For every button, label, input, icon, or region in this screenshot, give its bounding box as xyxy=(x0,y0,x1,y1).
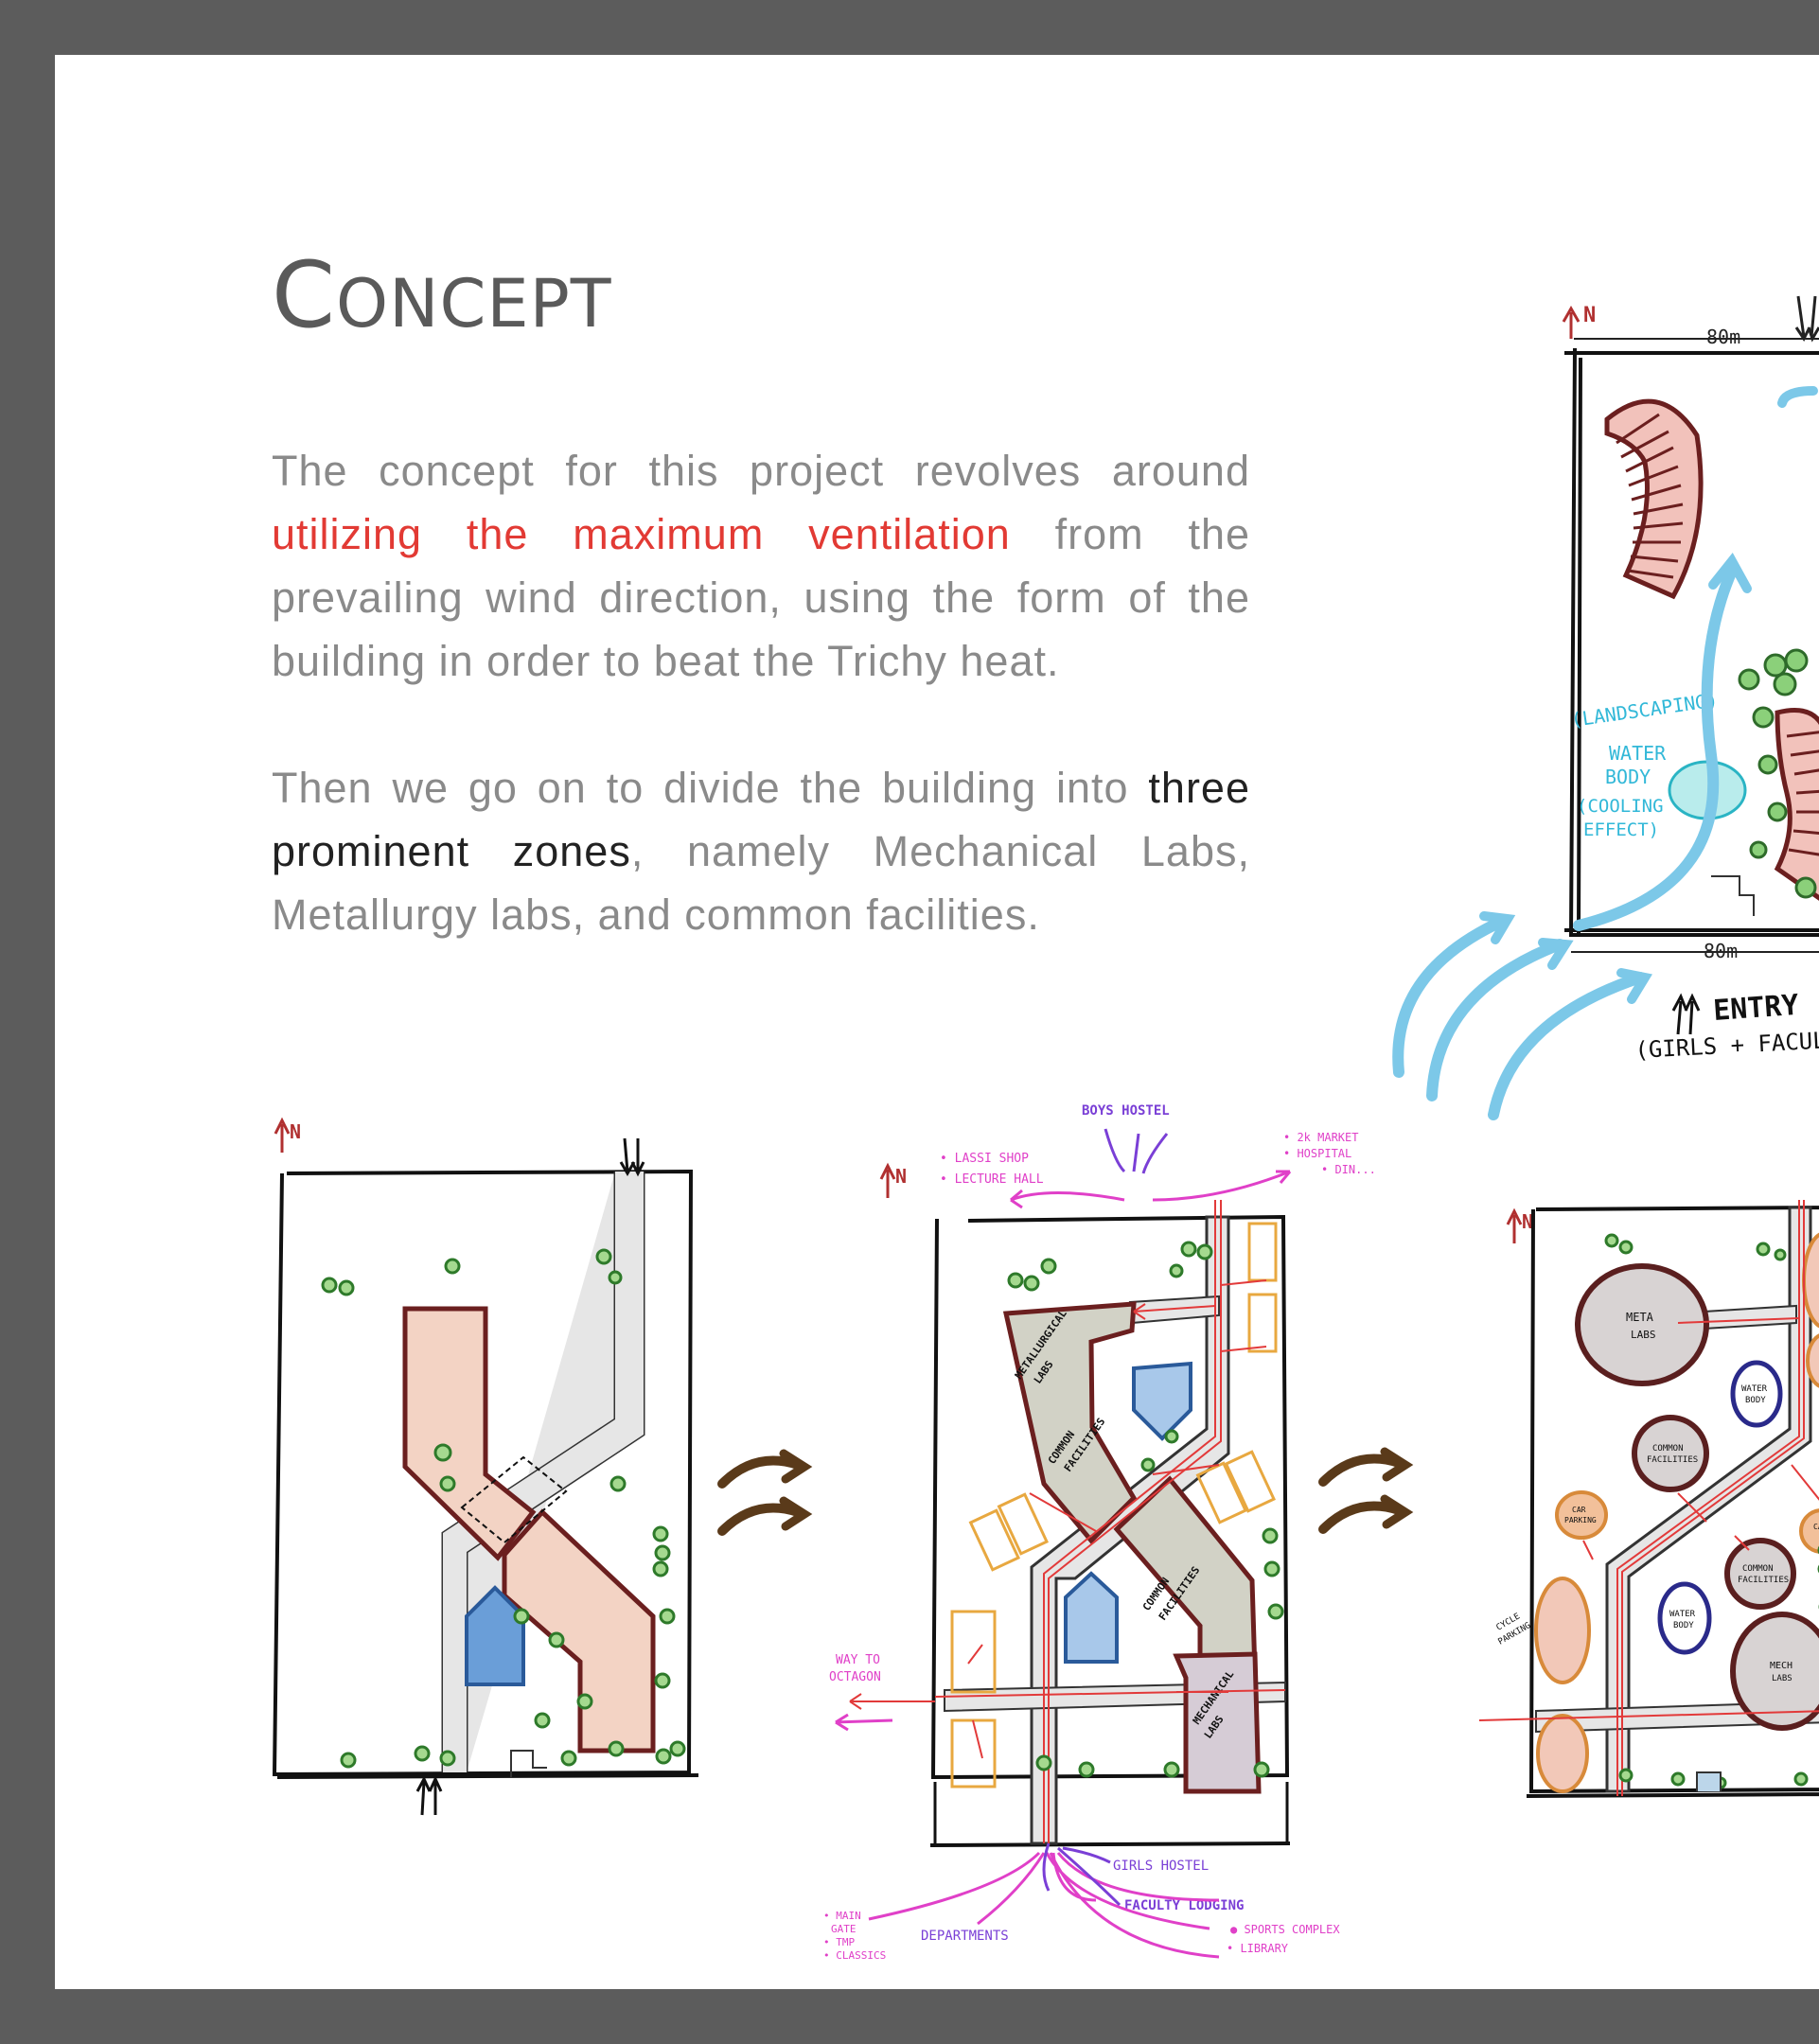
title-rest: ONCEPT xyxy=(336,265,612,343)
lecture-hall-label: • LECTURE HALL xyxy=(940,1172,1044,1187)
concept-paragraph-2: Then we go on to divide the building int… xyxy=(272,756,1250,946)
mech-label: MECH xyxy=(1770,1661,1793,1671)
small-structure xyxy=(1711,876,1754,916)
main-label: • MAIN xyxy=(823,1910,861,1922)
wind-arrow-icon xyxy=(1782,391,1813,403)
sequence-arrows-1 xyxy=(717,1446,821,1550)
north-arrow-icon xyxy=(1508,1211,1521,1243)
dining-label: • DIN... xyxy=(1321,1163,1376,1176)
departments-label: DEPARTMENTS xyxy=(921,1929,1009,1944)
common-label-1: COMMON xyxy=(1652,1444,1684,1454)
classics-label: • CLASSICS xyxy=(823,1949,886,1962)
water-label-1: WATER xyxy=(1741,1384,1768,1394)
concept-paragraph-1: The concept for this project revolves ar… xyxy=(272,439,1250,693)
common-label-2: COMMON xyxy=(1742,1564,1774,1574)
zoning-sketch-3: N META LABS WATER BODY COMMON FACILITIES… xyxy=(1422,1181,1819,1862)
building-block-north xyxy=(405,1309,533,1558)
library-label: • LIBRARY xyxy=(1227,1942,1289,1955)
water-label: WATER xyxy=(1609,742,1667,765)
gate-label: GATE xyxy=(831,1923,857,1935)
car-parking-zone-1 xyxy=(1557,1492,1606,1538)
north-arrow-icon xyxy=(881,1166,894,1198)
body-label-2: BODY xyxy=(1673,1621,1694,1630)
curved-building-block xyxy=(1607,401,1701,596)
p1-text-before: The concept for this project revolves ar… xyxy=(272,447,1250,495)
dim-top-label: 80m xyxy=(1706,326,1740,348)
common-facilities-zone-2 xyxy=(1727,1541,1793,1607)
sports-complex-label: ● SPORTS COMPLEX xyxy=(1230,1923,1340,1936)
water-body-zone-1 xyxy=(1733,1363,1780,1425)
up-arrows-icon xyxy=(417,1779,441,1815)
market-label: • 2k MARKET xyxy=(1283,1131,1358,1144)
north-arrow-label: N xyxy=(1583,304,1596,327)
building-block-south xyxy=(504,1512,653,1751)
water-label-2: WATER xyxy=(1669,1610,1696,1619)
way-to-label: WAY TO xyxy=(836,1653,880,1667)
body-label-1: BODY xyxy=(1745,1396,1766,1405)
car-label-2: CAR xyxy=(1813,1523,1819,1531)
entry-sub-label: (GIRLS + FACULTY xyxy=(1634,1026,1819,1064)
meta-labs-zone xyxy=(1578,1266,1706,1383)
cooling-label: (COOLING xyxy=(1577,796,1664,817)
cycle-parking-zone-1 xyxy=(1536,1578,1589,1683)
sequence-arrows-2 xyxy=(1318,1444,1422,1548)
parking-label-1: PARKING xyxy=(1564,1516,1597,1524)
metallurgical-labs-block xyxy=(1006,1304,1134,1541)
water-body-1 xyxy=(1134,1364,1191,1438)
car-label-1: CAR xyxy=(1572,1506,1586,1514)
tmp-label: • TMP xyxy=(823,1936,855,1948)
mech-labs-label: LABS xyxy=(1772,1674,1793,1683)
north-arrow-icon xyxy=(275,1120,289,1153)
effect-label: EFFECT) xyxy=(1583,819,1659,840)
common-facilities-zone-1 xyxy=(1634,1418,1706,1489)
wind-concept-sketch: N 80m xyxy=(1333,187,1819,1134)
page-title: CONCEPT xyxy=(272,242,612,348)
p1-highlight: utilizing the maximum ventilation xyxy=(272,510,1011,558)
body-label: BODY xyxy=(1605,766,1651,788)
meta-label: META xyxy=(1626,1311,1654,1324)
cycle-parking-zone-2 xyxy=(1538,1716,1587,1791)
water-body-2 xyxy=(1066,1574,1117,1662)
lassi-shop-label: • LASSI SHOP xyxy=(940,1152,1029,1166)
car-parking-zone-2 xyxy=(1801,1510,1819,1552)
entry-label: ENTRY xyxy=(1712,989,1800,1028)
wind-arrows-external xyxy=(1398,921,1640,1115)
down-arrows-icon xyxy=(621,1138,644,1173)
p2-text-before: Then we go on to divide the building int… xyxy=(272,764,1148,812)
north-label: N xyxy=(895,1165,907,1188)
hospital-label: • HOSPITAL xyxy=(1283,1147,1351,1160)
meta-labs-label: LABS xyxy=(1631,1329,1656,1341)
landscaping-label: (LANDSCAPING) xyxy=(1569,688,1719,731)
zoning-sketch-1: N xyxy=(273,1115,727,1834)
page: CONCEPT The concept for this project rev… xyxy=(55,55,1819,1989)
entry-arrows-icon xyxy=(1673,996,1699,1034)
octagon-label: OCTAGON xyxy=(829,1670,881,1684)
facilities-label-2: FACILITIES xyxy=(1738,1576,1789,1585)
boys-hostel-label: BOYS HOSTEL xyxy=(1082,1103,1170,1119)
north-label: N xyxy=(290,1120,301,1143)
north-arrow-icon xyxy=(1563,308,1579,339)
zoning-sketch-2: N BOYS HOSTEL • LASSI SHOP • LECTURE HAL… xyxy=(812,1096,1380,1976)
facilities-label-1: FACILITIES xyxy=(1647,1455,1698,1465)
girls-hostel-label: GIRLS HOSTEL xyxy=(1113,1859,1209,1874)
title-first-letter: C xyxy=(272,242,336,348)
down-arrows-icon xyxy=(1796,296,1819,339)
faculty-lodging-label: FACULTY LODGING xyxy=(1124,1898,1244,1913)
